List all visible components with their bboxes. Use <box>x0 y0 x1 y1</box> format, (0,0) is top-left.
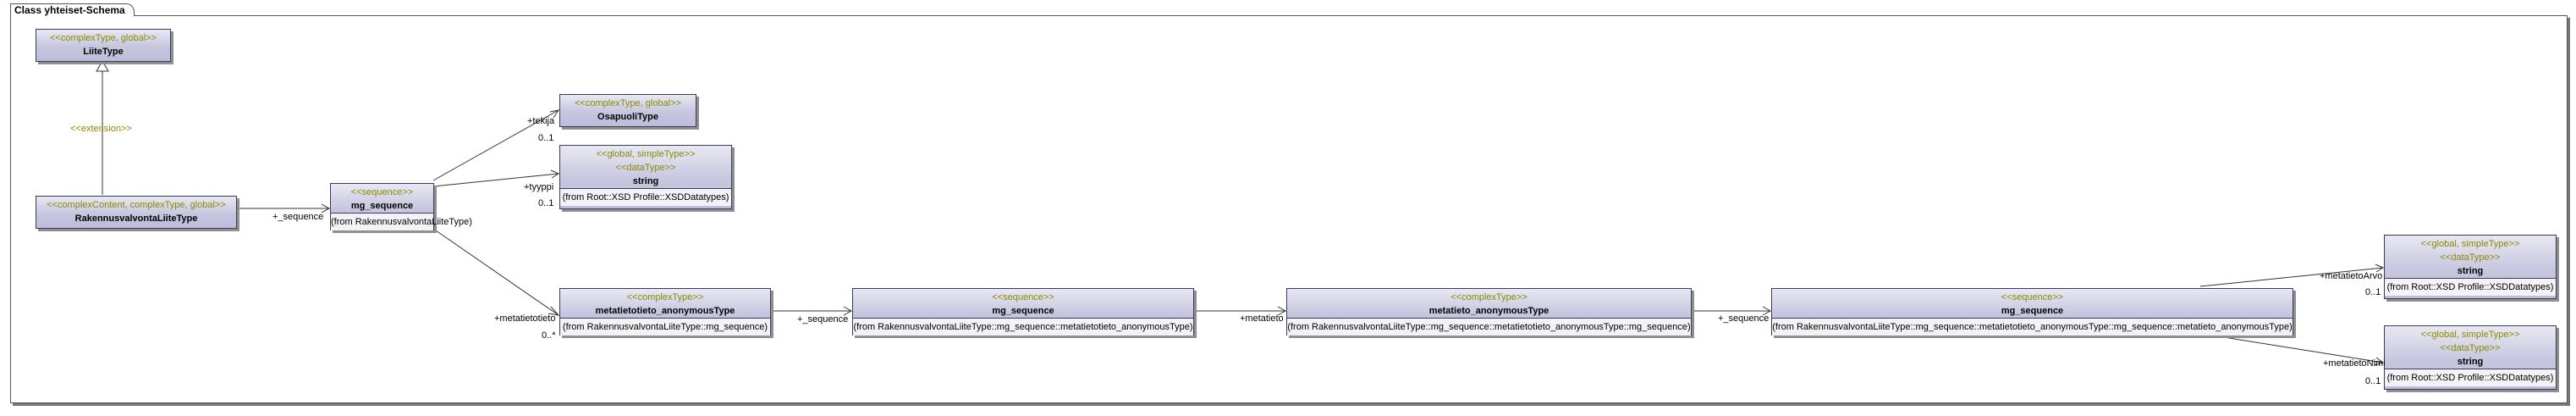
class-name: RakennusvalvontaLiiteType <box>74 214 198 224</box>
class-name: mg_sequence <box>2001 306 2064 316</box>
class-liitetype[interactable]: <<complexType, global>> LiiteType <box>36 29 171 62</box>
stereotype-label: <<sequence>> <box>2001 292 2064 302</box>
class-name: string <box>2457 266 2484 276</box>
class-origin: (from Root::XSD Profile::XSDDatatypes) <box>560 188 731 206</box>
association-arrowhead <box>2375 263 2385 273</box>
multiplicity-label-tekija: 0..1 <box>538 133 554 143</box>
role-label-sequence-3: +_sequence <box>1718 313 1770 324</box>
class-name: metatietotieto_anonymousType <box>595 306 735 316</box>
association-line-metatietotieto <box>432 228 559 316</box>
association-line-metatietoArvo <box>2199 267 2384 287</box>
multiplicity-label-metatietoArvo: 0..1 <box>2365 287 2381 297</box>
stereotype-label: <<global, simpleType>> <box>2420 330 2520 340</box>
stereotype-label: <<sequence>> <box>992 292 1054 302</box>
class-string-1[interactable]: <<global, simpleType>> <<dataType>> stri… <box>559 145 732 209</box>
association-arrowhead <box>843 306 853 316</box>
multiplicity-label-metatietotieto: 0..* <box>542 330 556 341</box>
class-origin: (from RakennusvalvontaLiiteType::mg_sequ… <box>1287 318 1691 336</box>
association-arrowhead <box>1762 306 1772 316</box>
class-origin: (from RakennusvalvontaLiiteType::mg_sequ… <box>853 318 1193 336</box>
stereotype-label: <<global, simpleType>> <box>2420 239 2520 249</box>
stereotype-label: <<global, simpleType>> <box>596 149 696 159</box>
class-mg-sequence-3[interactable]: <<sequence>> mg_sequence (from Rakennusv… <box>1771 288 2293 336</box>
association-arrowhead <box>1277 306 1287 316</box>
multiplicity-label-tyyppi: 0..1 <box>538 198 554 208</box>
class-origin: (from RakennusvalvontaLiiteType::mg_sequ… <box>560 318 770 336</box>
role-label-sequence-2: +_sequence <box>797 314 849 324</box>
class-mg-sequence-2[interactable]: <<sequence>> mg_sequence (from Rakennusv… <box>852 288 1194 336</box>
class-name: metatieto_anonymousType <box>1428 306 1549 316</box>
class-origin: (from RakennusvalvontaLiiteType) <box>331 213 472 230</box>
class-rakennusvalvontaliitetype[interactable]: <<complexContent, complexType, global>> … <box>36 196 237 229</box>
stereotype-label: <<dataType>> <box>615 163 676 173</box>
role-label-metatietotieto: +metatietotieto <box>494 313 556 324</box>
role-label-sequence: +_sequence <box>272 212 324 222</box>
diagram-frame <box>10 15 2568 403</box>
class-name: string <box>2457 357 2484 367</box>
stereotype-label: <<complexContent, complexType, global>> <box>47 200 226 210</box>
stereotype-label: <<sequence>> <box>350 187 414 197</box>
stereotype-label: <<complexType>> <box>1450 292 1527 302</box>
role-label-metatietoNimi: +metatietoNimi <box>2323 358 2386 369</box>
class-name: LiiteType <box>83 47 124 57</box>
extension-label: <<extension>> <box>70 124 132 134</box>
multiplicity-label-metatietoNimi: 0..1 <box>2365 376 2381 386</box>
class-origin: (from Root::XSD Profile::XSDDatatypes) <box>2385 369 2556 386</box>
class-name: mg_sequence <box>350 201 414 211</box>
stereotype-label: <<dataType>> <box>2440 343 2501 353</box>
class-metatieto-anonymoustype[interactable]: <<complexType>> metatieto_anonymousType … <box>1286 288 1692 336</box>
association-line-tekija <box>432 109 559 181</box>
class-origin: (from RakennusvalvontaLiiteType::mg_sequ… <box>1772 318 2293 336</box>
association-arrowhead <box>550 169 560 179</box>
class-name: mg_sequence <box>992 306 1054 316</box>
association-arrowhead <box>548 306 560 316</box>
class-name: string <box>632 176 659 186</box>
class-string-3[interactable]: <<global, simpleType>> <<dataType>> stri… <box>2384 325 2557 390</box>
stereotype-label: <<complexType, global>> <box>50 33 157 43</box>
association-arrowhead <box>2374 357 2385 366</box>
diagram-frame-title: Class yhteiset-Schema <box>10 3 135 16</box>
class-metatietotieto-anonymoustype[interactable]: <<complexType>> metatietotieto_anonymous… <box>559 288 771 336</box>
stereotype-label: <<complexType>> <box>626 292 704 302</box>
generalization-arrowhead <box>96 60 109 72</box>
role-label-tekija: +tekija <box>527 116 555 126</box>
role-label-tyyppi: +tyyppi <box>524 182 554 192</box>
association-arrowhead <box>321 203 331 214</box>
association-line-metatietoNimi <box>2191 331 2384 363</box>
stereotype-label: <<dataType>> <box>2440 252 2501 263</box>
class-mg-sequence-1[interactable]: <<sequence>> mg_sequence (from Rakennusv… <box>330 183 472 230</box>
role-label-metatietoArvo: +metatietoArvo <box>2320 271 2383 281</box>
class-osapuolitype[interactable]: <<complexType, global>> OsapuoliType <box>559 94 696 127</box>
association-arrowhead <box>549 109 560 119</box>
role-label-metatieto: +metatieto <box>1240 313 1284 324</box>
class-name: OsapuoliType <box>597 112 658 122</box>
association-line-tyyppi <box>432 173 559 187</box>
stereotype-label: <<complexType, global>> <box>575 98 681 108</box>
class-string-2[interactable]: <<global, simpleType>> <<dataType>> stri… <box>2384 235 2557 299</box>
class-origin: (from Root::XSD Profile::XSDDatatypes) <box>2385 278 2556 296</box>
